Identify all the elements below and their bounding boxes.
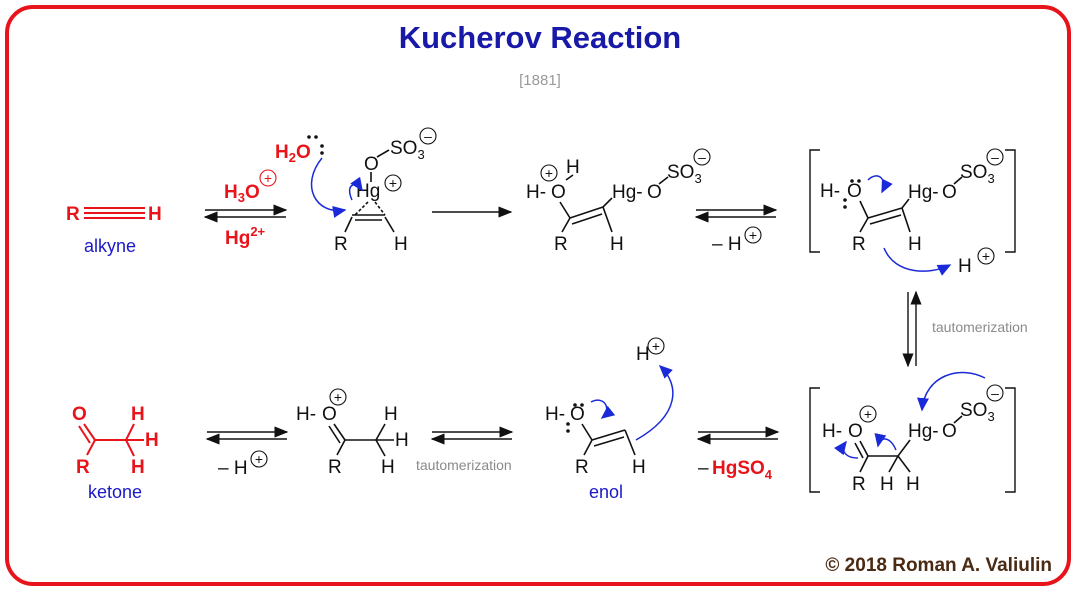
svg-text:H: H — [566, 157, 580, 178]
svg-text:+: + — [255, 451, 263, 467]
svg-text:Hg2+: Hg2+ — [225, 224, 266, 249]
svg-text:H: H — [906, 474, 920, 495]
mercurinium-complex: H2O O SO3 – Hg + R H — [275, 127, 437, 255]
svg-text:H: H — [131, 404, 145, 425]
svg-text:O: O — [72, 404, 87, 425]
svg-text:O: O — [551, 182, 566, 203]
svg-text:R: R — [575, 457, 589, 478]
svg-text:R: R — [328, 457, 342, 478]
bracketed-intermediate-bottom: + H- O R H H Hg- O SO3 – — [809, 371, 1016, 495]
svg-text:Hg-: Hg- — [612, 182, 643, 203]
equilibrium-arrow-1: H3O + Hg2+ — [203, 169, 288, 249]
svg-text:– H: – H — [712, 234, 742, 255]
svg-text:+: + — [545, 165, 553, 181]
svg-text:H: H — [610, 234, 624, 255]
svg-text:+: + — [389, 175, 397, 191]
oxonium-intermediate: + H H- O R H Hg- O SO3 – — [526, 148, 711, 255]
svg-text:O: O — [942, 421, 957, 442]
svg-text:–: – — [424, 128, 432, 144]
svg-text:H: H — [632, 457, 646, 478]
svg-text:H: H — [148, 204, 162, 225]
svg-text:H-: H- — [820, 181, 840, 202]
red-frame — [5, 5, 1071, 586]
vertical-equilibrium: tautomerization — [902, 290, 1028, 368]
equilibrium-arrow-tautomerization: tautomerization — [416, 426, 514, 473]
svg-text:HgSO4: HgSO4 — [712, 458, 773, 482]
enol-label: enol — [589, 482, 623, 502]
svg-text:–: – — [698, 149, 706, 165]
ketone-label: ketone — [88, 482, 142, 502]
svg-text:H: H — [880, 474, 894, 495]
svg-text:O: O — [847, 181, 862, 202]
svg-text:+: + — [749, 227, 757, 243]
svg-text:R: R — [76, 457, 90, 478]
svg-text:–: – — [991, 149, 999, 165]
svg-text:H: H — [384, 404, 398, 425]
svg-text:– H: – H — [218, 458, 248, 479]
svg-text:SO3: SO3 — [960, 162, 995, 186]
svg-text:+: + — [864, 406, 872, 422]
svg-text:O: O — [848, 421, 863, 442]
page-title: Kucherov Reaction — [399, 20, 682, 55]
svg-text:+: + — [982, 248, 990, 264]
svg-text:R: R — [66, 204, 80, 225]
bracketed-intermediate-top: H- O R H Hg- O SO3 – H + — [809, 148, 1016, 277]
svg-text:H2O: H2O — [275, 142, 311, 165]
svg-text:H-: H- — [822, 421, 842, 442]
ketone-molecule: O H H H R ketone — [72, 404, 159, 502]
svg-text:O: O — [570, 404, 585, 425]
svg-text:SO3: SO3 — [390, 138, 425, 162]
svg-text:–: – — [991, 385, 999, 401]
tautomerization-label-horizontal: tautomerization — [416, 457, 512, 473]
equilibrium-arrow-deprotonation: – H + — [205, 426, 289, 479]
svg-text:H: H — [636, 344, 650, 365]
svg-text:+: + — [652, 338, 660, 354]
year-label: [1881] — [519, 72, 561, 89]
svg-text:H-: H- — [296, 404, 316, 425]
alkyne-molecule: R H alkyne — [66, 204, 162, 256]
enol-molecule: H + H- O R H enol — [545, 337, 674, 502]
equilibrium-arrow-hgso4: – HgSO4 — [696, 426, 780, 482]
svg-text:R: R — [852, 234, 866, 255]
equilibrium-arrow-2: – H + — [694, 204, 778, 255]
svg-text:H: H — [381, 457, 395, 478]
svg-text:+: + — [334, 389, 342, 405]
svg-text:SO3: SO3 — [667, 162, 702, 186]
svg-text:H-: H- — [545, 404, 565, 425]
svg-text:Hg: Hg — [356, 181, 380, 202]
svg-text:+: + — [264, 170, 272, 186]
svg-text:R: R — [852, 474, 866, 495]
tautomerization-label-vertical: tautomerization — [932, 319, 1028, 335]
svg-text:Hg-: Hg- — [908, 182, 939, 203]
svg-text:H-: H- — [526, 182, 546, 203]
svg-text:H: H — [958, 256, 972, 277]
svg-text:H: H — [145, 430, 159, 451]
svg-text:R: R — [334, 234, 348, 255]
svg-text:SO3: SO3 — [960, 400, 995, 424]
svg-text:H: H — [394, 234, 408, 255]
svg-text:R: R — [554, 234, 568, 255]
svg-text:O: O — [942, 182, 957, 203]
svg-text:H: H — [131, 457, 145, 478]
svg-text:O: O — [647, 182, 662, 203]
copyright-text: © 2018 Roman A. Valiulin — [825, 555, 1052, 576]
svg-text:H: H — [908, 234, 922, 255]
alkyne-label: alkyne — [84, 236, 136, 256]
protonated-ketone: + H- O H H H R — [296, 388, 409, 478]
svg-text:H: H — [395, 430, 409, 451]
svg-text:O: O — [322, 404, 337, 425]
svg-text:–: – — [698, 458, 709, 479]
svg-text:H3O: H3O — [224, 182, 260, 205]
svg-text:Hg-: Hg- — [908, 421, 939, 442]
svg-text:O: O — [364, 154, 379, 175]
